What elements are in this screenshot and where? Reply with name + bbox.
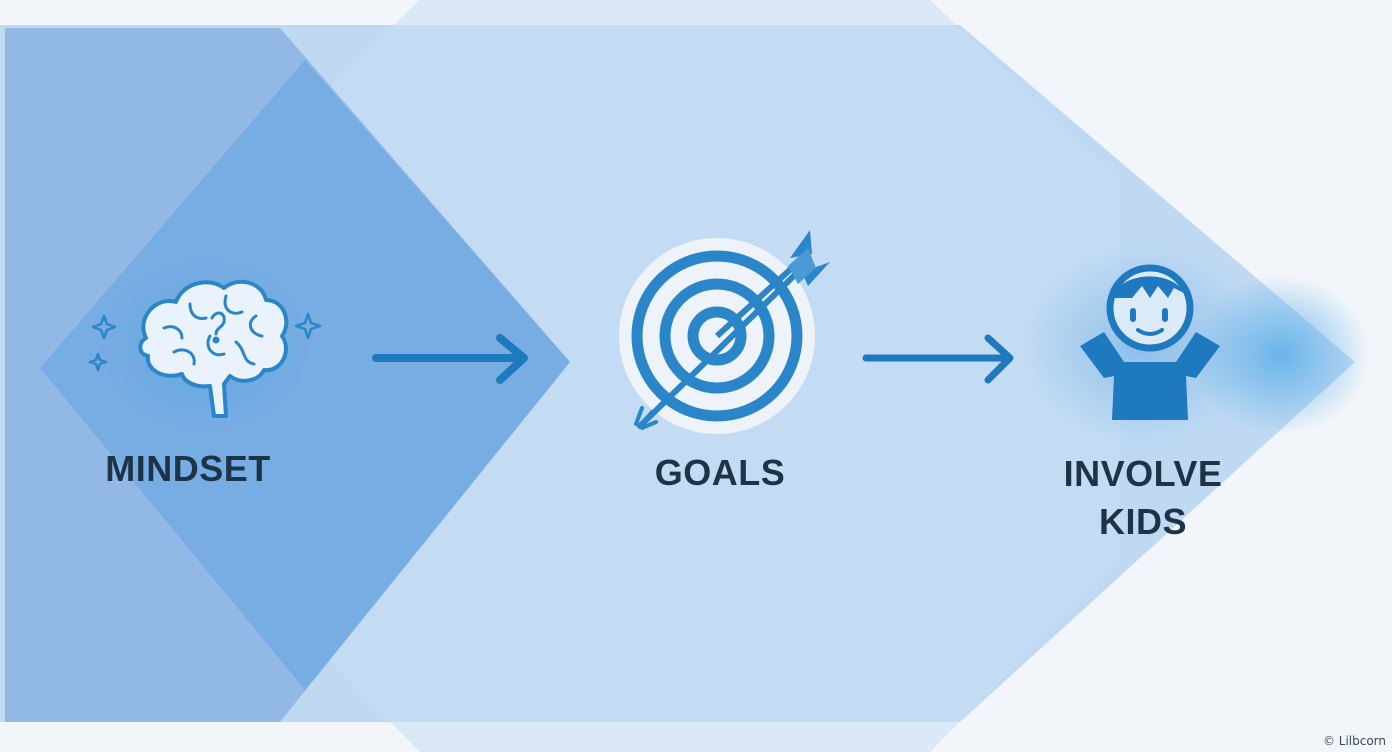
brain-icon xyxy=(86,266,326,426)
step-label-line2: KIDS xyxy=(1098,501,1187,542)
step-label-line1: INVOLVE xyxy=(1063,453,1223,494)
arrow-right-icon xyxy=(372,330,532,390)
arrow-right-icon xyxy=(862,330,1022,390)
step-label-mindset: MINDSET xyxy=(105,448,271,489)
child-cheering-icon xyxy=(1070,258,1230,428)
step-label-involve-kids: INVOLVE KIDS xyxy=(1038,450,1248,546)
target-arrow-icon xyxy=(612,228,842,438)
step-label-goals: GOALS xyxy=(654,452,786,493)
credit-text: © Lilbcorn xyxy=(1322,734,1386,748)
